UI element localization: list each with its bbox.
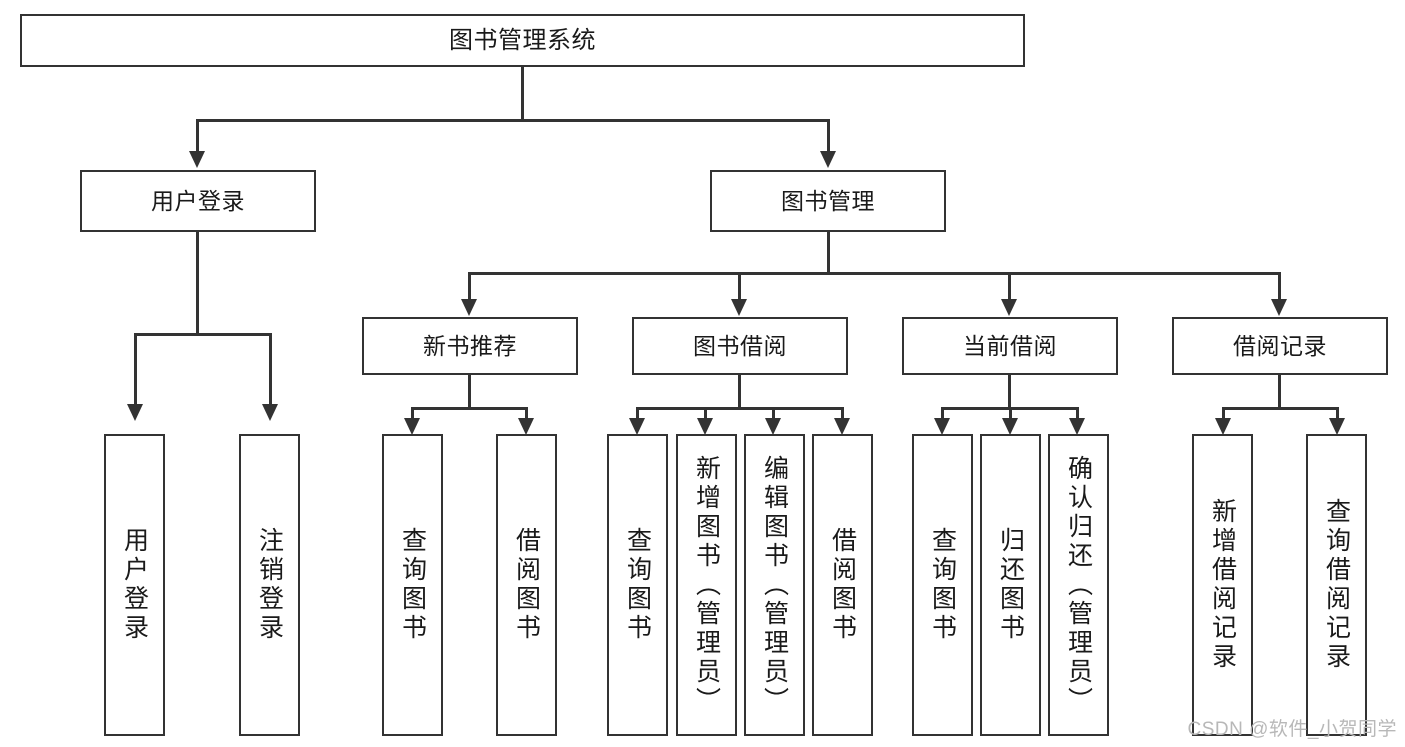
arrowhead-book-mgmt-to-l3-1 [461, 299, 477, 316]
leaf-book-borrow-edit[interactable]: 编辑图书（管理员） [744, 434, 805, 736]
arrowhead-current-borrow-to-leaf-2 [1002, 418, 1018, 435]
leaf-book-borrow-query[interactable]: 查询图书 [607, 434, 668, 736]
arrowhead-book-borrow-to-leaf-2 [697, 418, 713, 435]
edge-book-mgmt-to-l3-1 [468, 272, 471, 300]
edge-book-mgmt-to-l3-3 [1008, 272, 1011, 300]
arrowhead-book-borrow-to-leaf-4 [834, 418, 850, 435]
edge-borrow-record-to-leaf-1 [1222, 407, 1225, 419]
edge-user-login-to-leaf-1 [134, 333, 137, 405]
arrowhead-book-mgmt-to-l3-2 [731, 299, 747, 316]
arrowhead-borrow-record-to-leaf-2 [1329, 418, 1345, 435]
node-label: 编辑图书（管理员） [760, 454, 789, 716]
edge-book-borrow-to-leaf-3 [772, 407, 775, 419]
node-label: 查询图书 [928, 527, 957, 643]
node-label: 借阅图书 [828, 527, 857, 643]
node-label: 确认归还（管理员） [1064, 454, 1093, 716]
node-label: 当前借阅 [963, 332, 1057, 359]
arrowhead-current-borrow-to-leaf-1 [934, 418, 950, 435]
edge-book-mgmt-to-l3-2 [738, 272, 741, 300]
arrowhead-root-to-user-login [189, 151, 205, 168]
leaf-new-book-borrow[interactable]: 借阅图书 [496, 434, 557, 736]
edge-root-bus [196, 119, 830, 122]
edge-book-mgmt-stem [827, 232, 830, 272]
arrowhead-new-book-to-leaf-1 [404, 418, 420, 435]
leaf-current-borrow-query[interactable]: 查询图书 [912, 434, 973, 736]
edge-current-borrow-stem [1008, 375, 1011, 407]
edge-user-login-stem [196, 232, 199, 333]
node-label: 注销登录 [255, 527, 284, 643]
arrowhead-book-borrow-to-leaf-1 [629, 418, 645, 435]
edge-new-book-bus [411, 407, 528, 410]
edge-book-borrow-to-leaf-2 [704, 407, 707, 419]
arrowhead-user-login-to-leaf-1 [127, 404, 143, 421]
edge-borrow-record-to-leaf-2 [1336, 407, 1339, 419]
arrowhead-root-to-book-mgmt [820, 151, 836, 168]
edge-borrow-record-stem [1278, 375, 1281, 407]
node-label: 查询借阅记录 [1322, 498, 1351, 672]
edge-root-to-book-mgmt [827, 119, 830, 153]
node-book-management[interactable]: 图书管理 [710, 170, 946, 232]
edge-book-mgmt-to-l3-4 [1278, 272, 1281, 300]
node-label: 图书借阅 [693, 332, 787, 359]
node-label: 图书管理 [781, 187, 875, 214]
edge-book-mgmt-bus [468, 272, 1280, 275]
edge-current-borrow-to-leaf-3 [1076, 407, 1079, 419]
node-book-borrow[interactable]: 图书借阅 [632, 317, 848, 375]
leaf-new-book-query[interactable]: 查询图书 [382, 434, 443, 736]
node-borrow-record[interactable]: 借阅记录 [1172, 317, 1388, 375]
arrowhead-borrow-record-to-leaf-1 [1215, 418, 1231, 435]
node-label: 图书管理系统 [449, 26, 596, 54]
edge-new-book-to-leaf-2 [525, 407, 528, 419]
node-current-borrow[interactable]: 当前借阅 [902, 317, 1118, 375]
edge-user-login-to-leaf-2 [269, 333, 272, 405]
watermark-text: CSDN @软件_小贺同学 [1187, 719, 1397, 740]
edge-new-book-stem [468, 375, 471, 407]
node-label: 新增借阅记录 [1208, 498, 1237, 672]
edge-root-to-user-login [196, 119, 199, 153]
leaf-book-borrow-add[interactable]: 新增图书（管理员） [676, 434, 737, 736]
node-label: 借阅图书 [512, 527, 541, 643]
edge-book-borrow-to-leaf-4 [841, 407, 844, 419]
leaf-user-login-login[interactable]: 用户登录 [104, 434, 165, 736]
edge-book-borrow-stem [738, 375, 741, 407]
edge-book-borrow-to-leaf-1 [636, 407, 639, 419]
arrowhead-user-login-to-leaf-2 [262, 404, 278, 421]
leaf-current-borrow-confirm-return[interactable]: 确认归还（管理员） [1048, 434, 1109, 736]
edge-user-login-bus [134, 333, 272, 336]
node-user-login[interactable]: 用户登录 [80, 170, 316, 232]
edge-root-stem [521, 67, 524, 119]
node-label: 新增图书（管理员） [692, 454, 721, 716]
node-new-book-recommend[interactable]: 新书推荐 [362, 317, 578, 375]
leaf-borrow-record-add[interactable]: 新增借阅记录 [1192, 434, 1253, 736]
arrowhead-current-borrow-to-leaf-3 [1069, 418, 1085, 435]
arrowhead-book-mgmt-to-l3-3 [1001, 299, 1017, 316]
edge-book-borrow-bus [636, 407, 844, 410]
node-label: 用户登录 [120, 527, 149, 643]
node-label: 用户登录 [151, 187, 245, 214]
node-label: 借阅记录 [1233, 332, 1327, 359]
arrowhead-new-book-to-leaf-2 [518, 418, 534, 435]
node-label: 查询图书 [623, 527, 652, 643]
edge-current-borrow-to-leaf-1 [941, 407, 944, 419]
leaf-book-borrow-borrow[interactable]: 借阅图书 [812, 434, 873, 736]
arrowhead-book-mgmt-to-l3-4 [1271, 299, 1287, 316]
leaf-borrow-record-query[interactable]: 查询借阅记录 [1306, 434, 1367, 736]
leaf-user-login-logout[interactable]: 注销登录 [239, 434, 300, 736]
node-root-system[interactable]: 图书管理系统 [20, 14, 1025, 67]
edge-new-book-to-leaf-1 [411, 407, 414, 419]
edge-current-borrow-to-leaf-2 [1009, 407, 1012, 419]
leaf-current-borrow-return[interactable]: 归还图书 [980, 434, 1041, 736]
edge-borrow-record-bus [1222, 407, 1339, 410]
arrowhead-book-borrow-to-leaf-3 [765, 418, 781, 435]
node-label: 查询图书 [398, 527, 427, 643]
node-label: 归还图书 [996, 527, 1025, 643]
node-label: 新书推荐 [423, 332, 517, 359]
